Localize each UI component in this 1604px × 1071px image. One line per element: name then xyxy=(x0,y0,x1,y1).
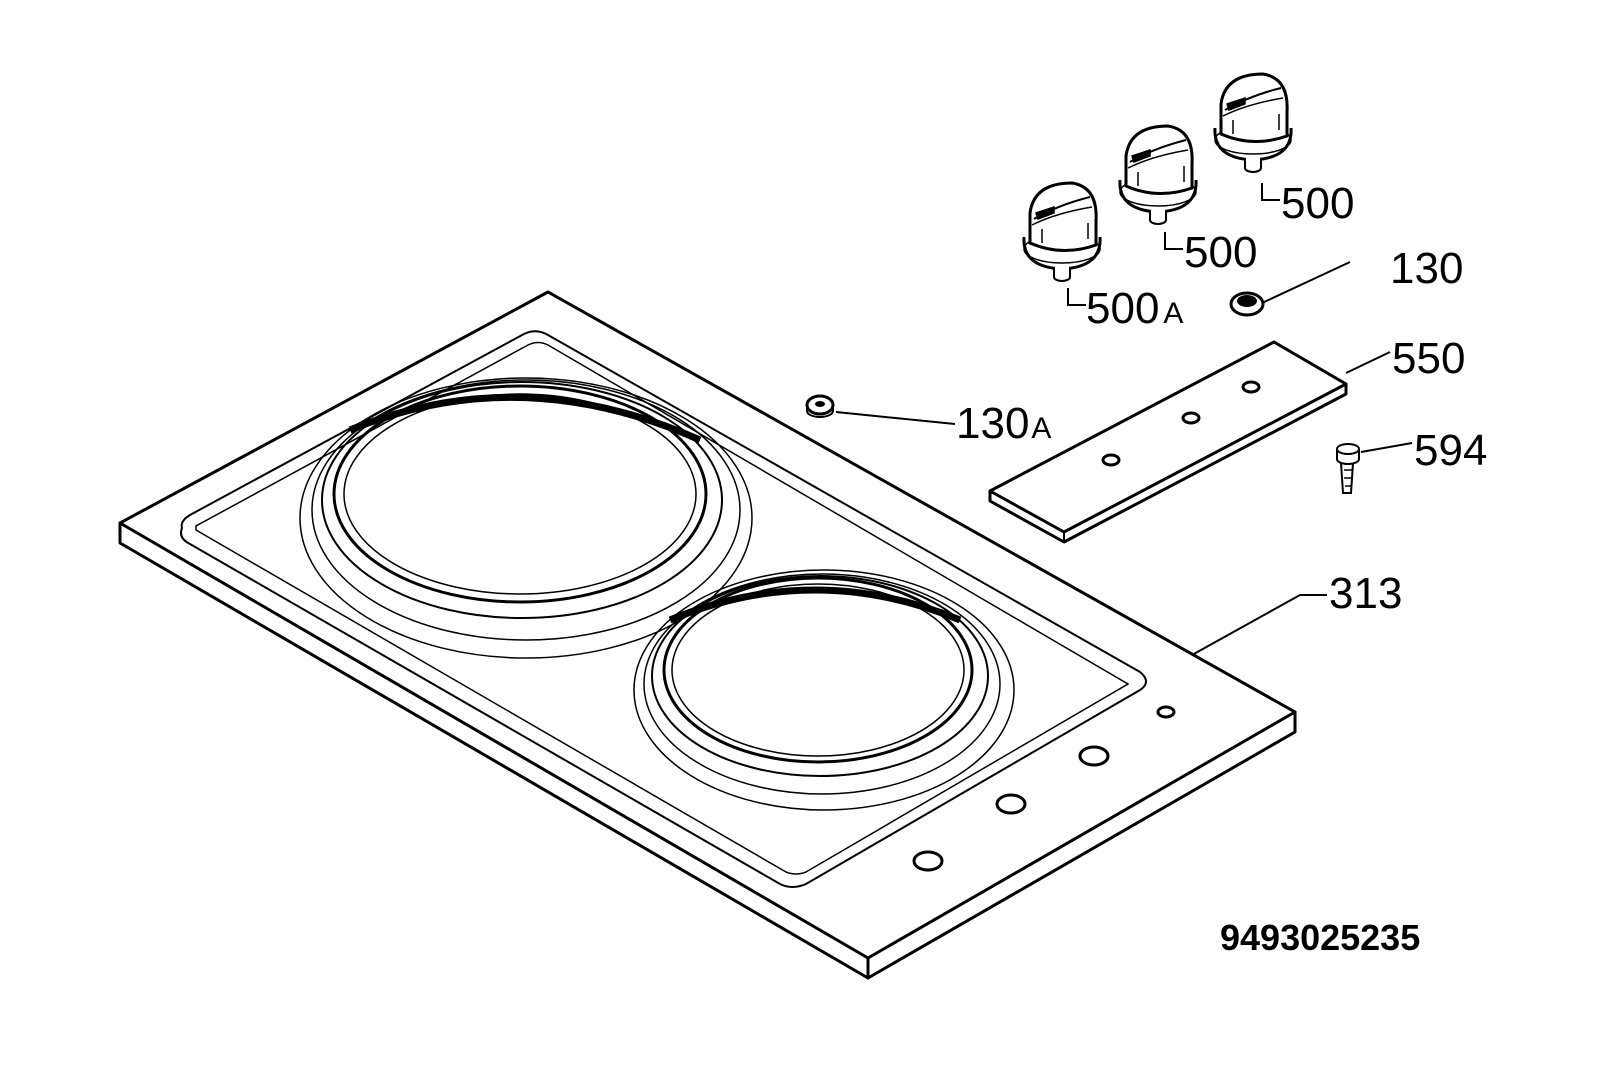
control-holes xyxy=(912,705,1176,872)
nut-130a xyxy=(805,394,956,425)
control-knobs xyxy=(1022,72,1293,282)
hob-panel xyxy=(118,290,1297,980)
pin-594 xyxy=(1336,442,1413,494)
label-nut-small-suffix: A xyxy=(1031,412,1051,445)
label-knob-3-suffix: A xyxy=(1163,297,1183,330)
knob-2 xyxy=(1118,124,1198,225)
drawing-number: 9493025235 xyxy=(1220,917,1420,958)
label-pin: 594 xyxy=(1414,426,1487,475)
knob-2-leader xyxy=(1164,232,1183,250)
knob-3-leader xyxy=(1067,288,1086,306)
label-nut: 130 xyxy=(1390,244,1463,293)
label-nut-small-number: 130 xyxy=(956,399,1029,448)
strip-550 xyxy=(988,340,1391,544)
label-knob-2: 500 xyxy=(1184,228,1257,277)
label-knob-3-number: 500 xyxy=(1086,284,1159,333)
large-hotplate xyxy=(299,377,753,659)
hob-leader xyxy=(1191,594,1327,656)
label-knob-1: 500 xyxy=(1281,179,1354,228)
label-hob: 313 xyxy=(1329,569,1402,618)
knob-1-leader xyxy=(1261,183,1280,201)
small-hotplate xyxy=(633,569,1015,811)
knob-3 xyxy=(1022,181,1102,282)
label-nut-small: 130A xyxy=(956,399,1051,448)
nut-130 xyxy=(1229,261,1351,317)
label-strip: 550 xyxy=(1392,334,1465,383)
knob-1 xyxy=(1213,72,1293,173)
